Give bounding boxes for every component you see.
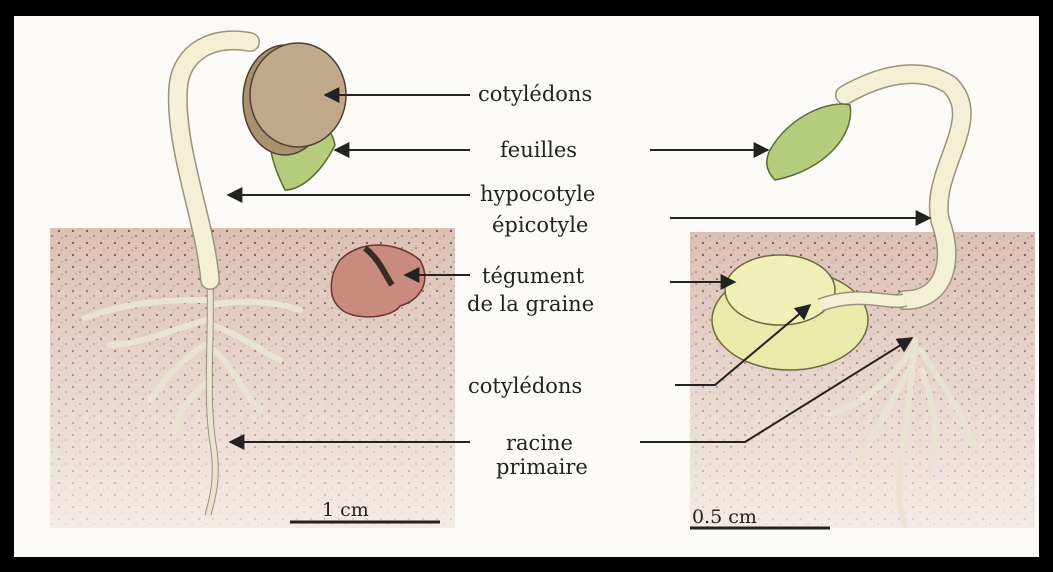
scale-label-left: 1 cm	[322, 499, 369, 521]
label-primaire: primaire	[496, 455, 588, 479]
label-de-la-graine: de la graine	[467, 292, 594, 316]
right-leaf	[767, 104, 851, 180]
label-cotyledons-bottom: cotylédons	[468, 374, 582, 398]
label-hypocotyle: hypocotyle	[480, 182, 595, 206]
label-epicotyle: épicotyle	[492, 213, 588, 237]
right-cotyledon-front	[725, 255, 835, 325]
labels: cotylédons feuilles hypocotyle épicotyle…	[467, 82, 595, 479]
label-feuilles: feuilles	[500, 138, 577, 162]
label-racine: racine	[506, 431, 573, 455]
label-tegument: tégument	[482, 264, 585, 288]
label-cotyledons-top: cotylédons	[478, 82, 592, 106]
scale-label-right: 0.5 cm	[692, 506, 757, 528]
